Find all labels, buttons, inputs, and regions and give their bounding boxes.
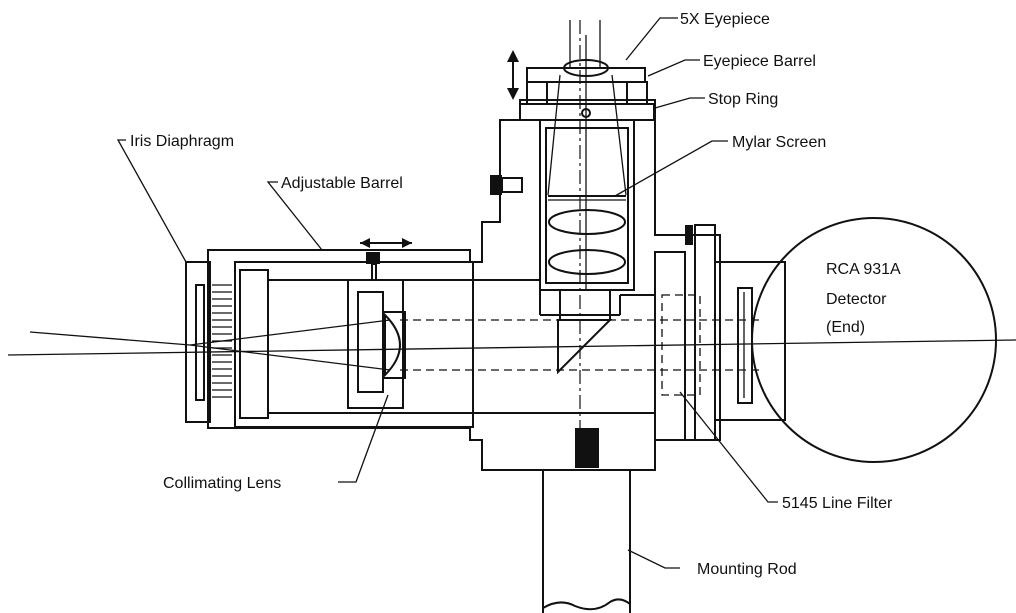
- label-line-filter: 5145 Line Filter: [782, 495, 893, 512]
- filter-housing: [654, 224, 786, 441]
- iris-diaphragm: [185, 261, 232, 423]
- leader-stop-ring: [654, 97, 705, 109]
- label-collimating-lens: Collimating Lens: [163, 475, 281, 492]
- label-stop-ring: Stop Ring: [708, 91, 778, 108]
- main-body: [207, 99, 721, 471]
- leader-lines: [116, 17, 778, 569]
- leader-mounting-rod: [627, 549, 680, 569]
- label-detector-line1: RCA 931A: [826, 261, 901, 278]
- leader-5x-eyepiece: [625, 17, 678, 61]
- label-mounting-rod: Mounting Rod: [697, 561, 797, 578]
- eyepiece-assembly: [507, 20, 655, 375]
- leader-mylar-screen: [614, 140, 728, 197]
- label-5x-eyepiece: 5X Eyepiece: [680, 11, 770, 28]
- label-detector-line2: Detector: [826, 291, 887, 308]
- label-detector-line3: (End): [826, 319, 865, 336]
- leader-iris-diaphragm: [116, 139, 187, 263]
- adjustable-barrel-slider: [360, 238, 412, 281]
- label-adjustable-barrel: Adjustable Barrel: [281, 175, 403, 192]
- leader-adjustable-barrel: [266, 181, 323, 251]
- leader-eyepiece-barrel: [647, 59, 700, 77]
- collimating-lens: [347, 279, 406, 409]
- mounting-rod: [542, 428, 631, 613]
- label-eyepiece-barrel: Eyepiece Barrel: [703, 53, 816, 70]
- leader-line-filter: [679, 391, 778, 503]
- label-iris-diaphragm: Iris Diaphragm: [130, 133, 234, 150]
- label-mylar-screen: Mylar Screen: [732, 134, 826, 151]
- leader-collimating-lens: [338, 394, 389, 483]
- iris-threads: [212, 284, 232, 398]
- detector-tube: [751, 217, 997, 463]
